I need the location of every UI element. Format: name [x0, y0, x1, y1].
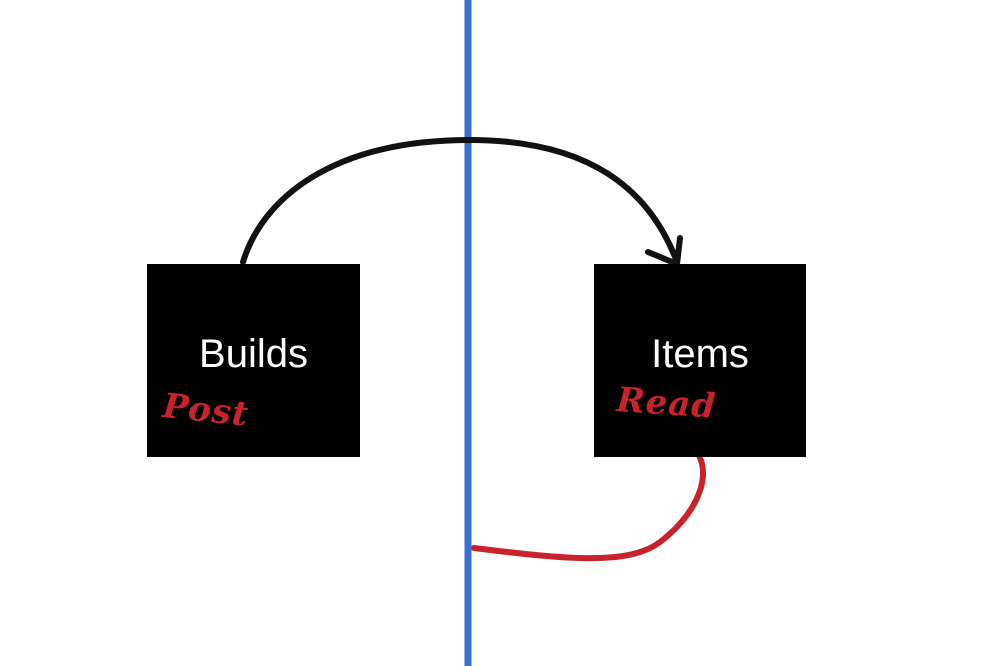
builds-node-label: Builds	[199, 332, 308, 376]
items-node-label: Items	[651, 332, 749, 376]
items-node-annotation: Read	[615, 380, 718, 427]
items-to-divider-line	[471, 449, 706, 562]
builds-node: Builds Post	[147, 264, 360, 457]
items-node: Items Read	[594, 264, 806, 457]
builds-node-annotation: Post	[160, 386, 251, 435]
builds-to-items-arrow	[240, 136, 680, 265]
